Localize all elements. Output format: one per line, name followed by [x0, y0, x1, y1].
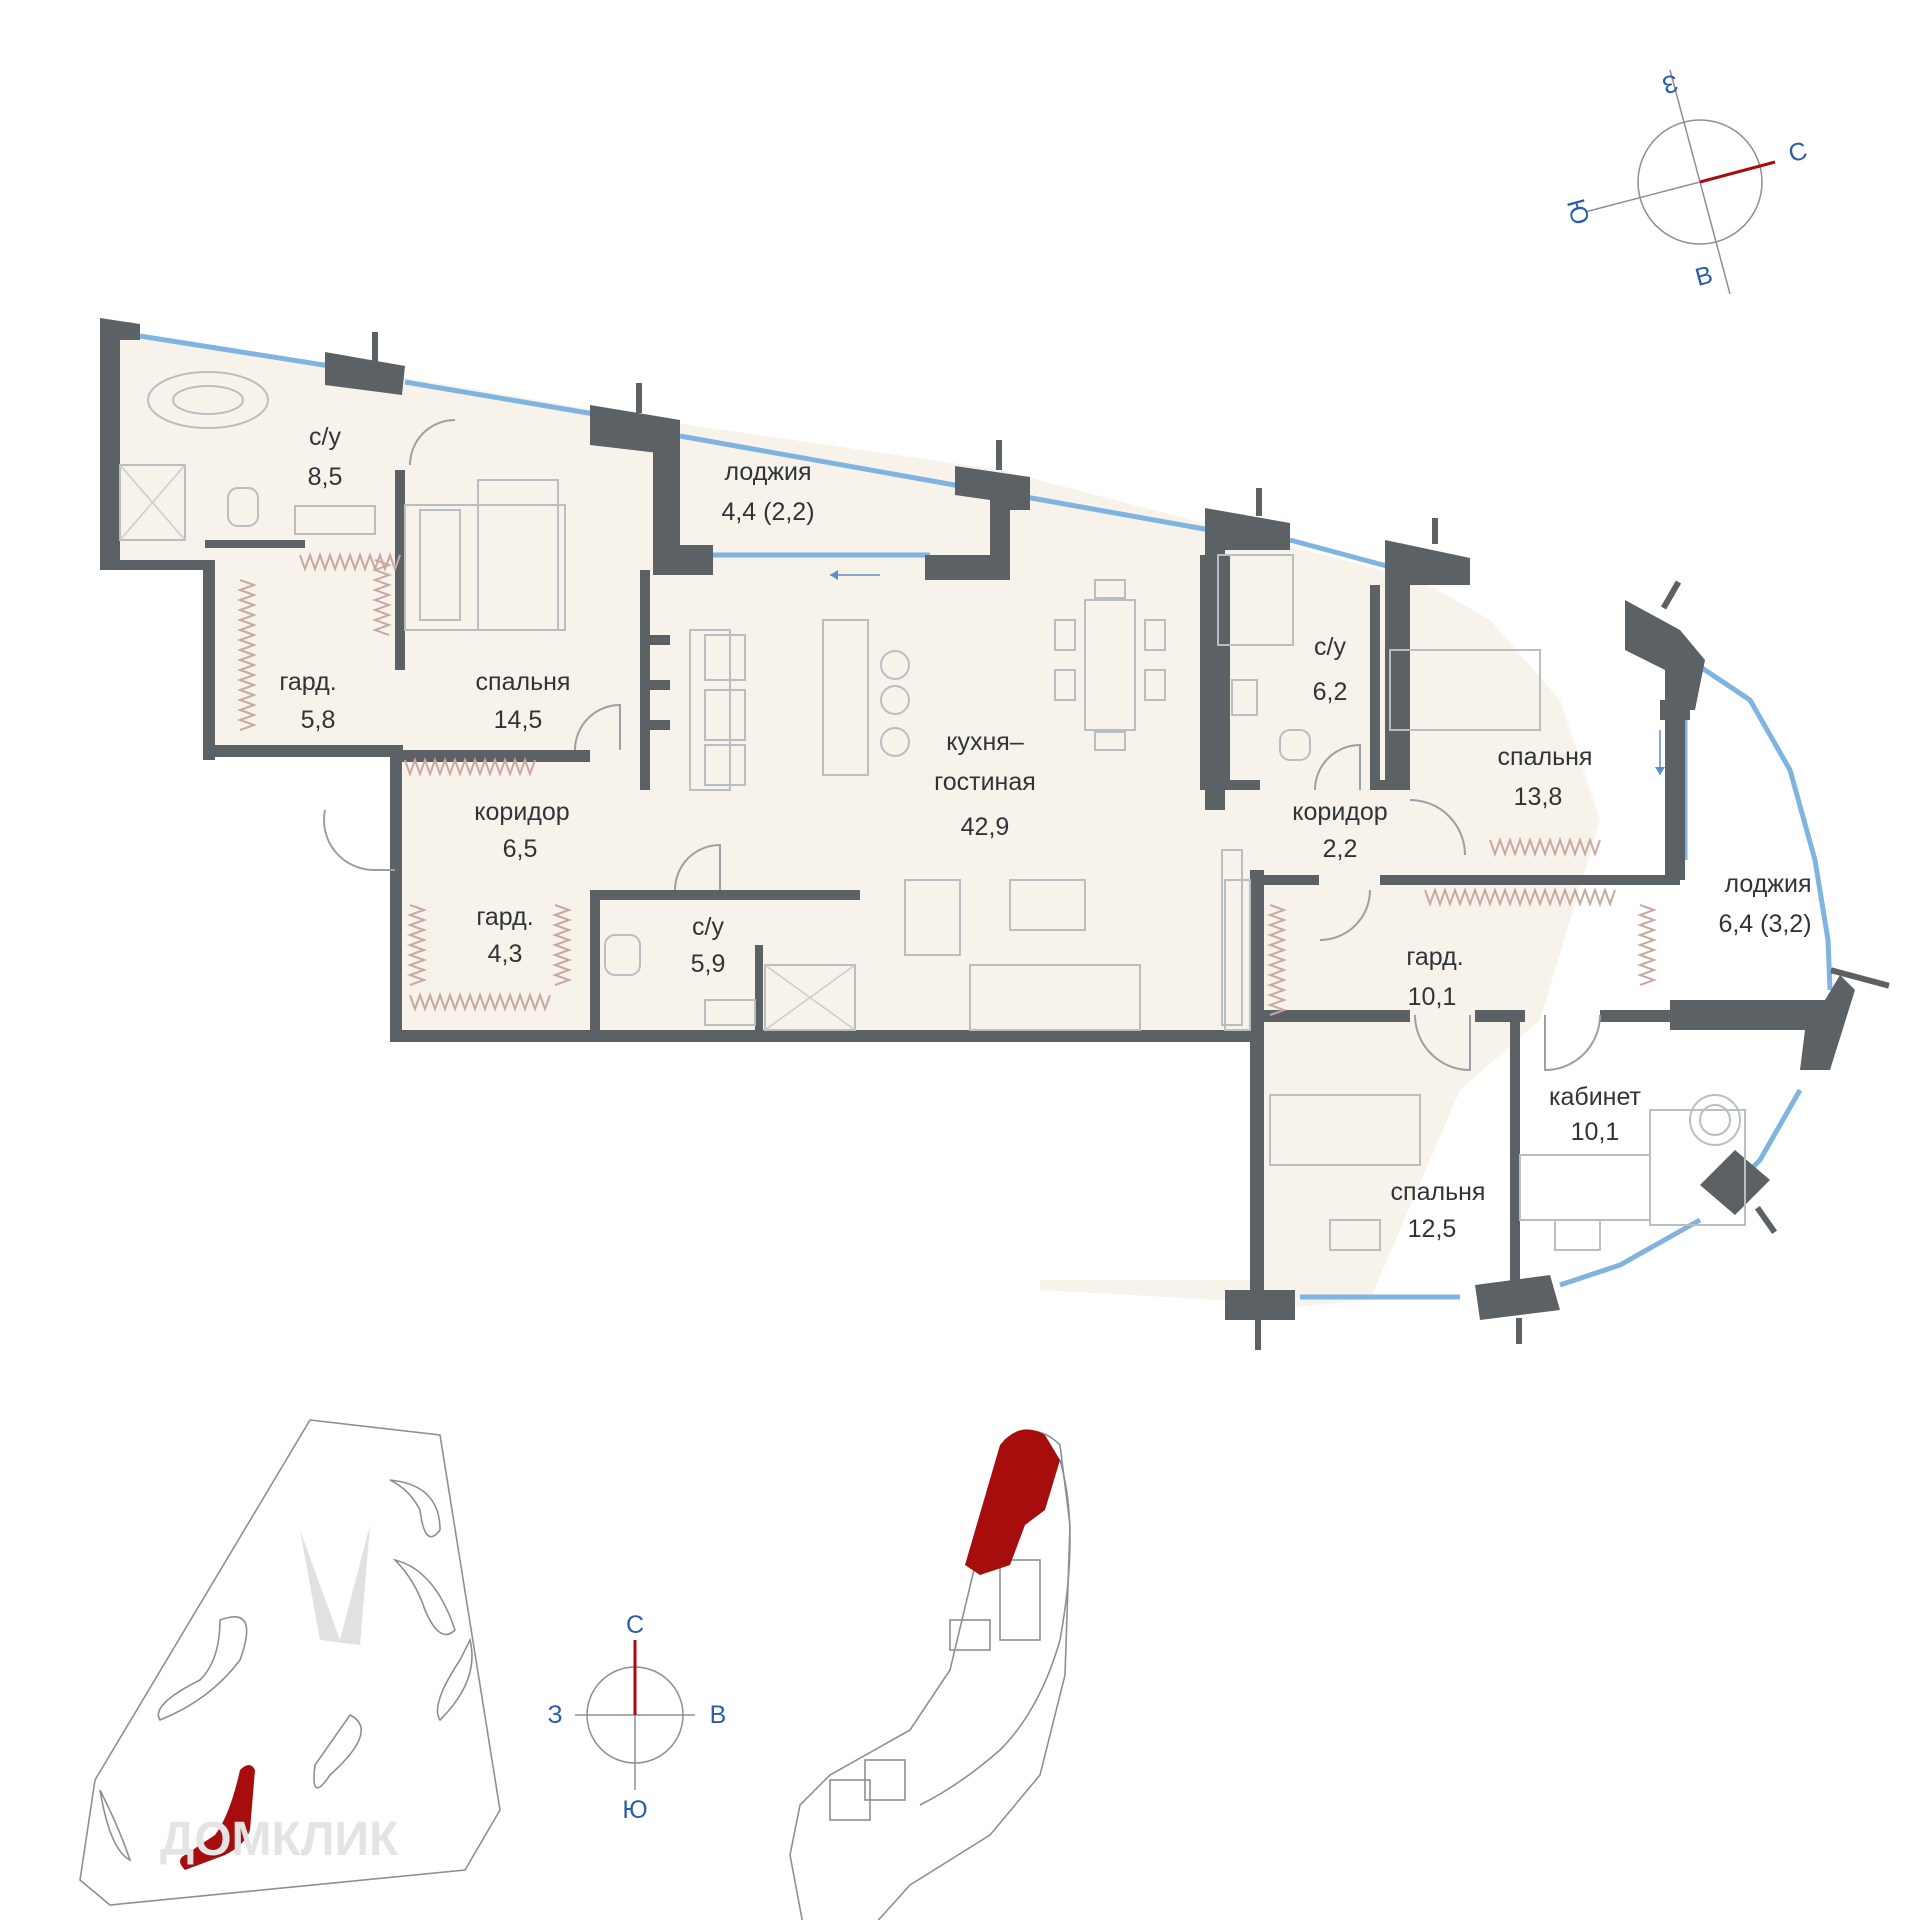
wardrobe3-name: гард. — [1406, 943, 1463, 971]
wardrobe1-name: гард. — [279, 668, 336, 696]
compass-bottom-north: С — [626, 1611, 644, 1639]
corridor2-area: 2,2 — [1323, 835, 1358, 863]
bath3-area: 6,2 — [1313, 678, 1348, 706]
watermark: ДОМКЛИК — [160, 1813, 399, 1866]
wardrobe2-area: 4,3 — [488, 940, 523, 968]
corridor1-area: 6,5 — [503, 835, 538, 863]
bedroom1-name: спальня — [476, 668, 571, 696]
bath2-name: с/у — [692, 913, 724, 941]
bedroom2-name: спальня — [1498, 743, 1593, 771]
bedroom3-area: 12,5 — [1408, 1215, 1457, 1243]
site-plan-highlight — [180, 1765, 255, 1870]
walls — [100, 318, 1890, 1350]
door-swings — [323, 419, 1601, 1072]
bath1-area: 8,5 — [308, 463, 343, 491]
loggia2-area: 6,4 (3,2) — [1718, 910, 1811, 938]
study-area: 10,1 — [1571, 1118, 1620, 1146]
wardrobe-shelves — [237, 552, 1657, 1016]
kitchen-name-line2: гостиная — [934, 768, 1036, 796]
bath3-name: с/у — [1314, 633, 1346, 661]
sliding-arrows — [830, 570, 1665, 775]
compass-top-south: Ю — [1561, 196, 1595, 228]
compass-bottom-east: В — [710, 1701, 727, 1729]
compass-bottom: С Ю З В — [547, 1611, 726, 1824]
wardrobe2-name: гард. — [476, 903, 533, 931]
compass-top-west: З — [1659, 68, 1681, 99]
wardrobe3-area: 10,1 — [1408, 983, 1457, 1011]
building-plan — [789, 1429, 1071, 1920]
corridor1-name: коридор — [474, 798, 569, 826]
corridor2-name: коридор — [1292, 798, 1387, 826]
fixtures — [119, 371, 1746, 1251]
bedroom2-area: 13,8 — [1514, 783, 1563, 811]
study-name: кабинет — [1549, 1083, 1642, 1111]
compass-bottom-west: З — [547, 1701, 562, 1729]
bedroom3-name: спальня — [1391, 1178, 1486, 1206]
site-plan: ДОМКЛИК — [79, 1419, 501, 1906]
wardrobe1-area: 5,8 — [301, 706, 336, 734]
kitchen-area: 42,9 — [961, 813, 1010, 841]
kitchen-name-line1: кухня– — [946, 728, 1024, 756]
loggia1-name: лоджия — [724, 458, 811, 486]
loggia2-name: лоджия — [1724, 870, 1811, 898]
compass-top: С Ю З В — [1561, 68, 1811, 295]
room-labels: с/у 8,5 лоджия 4,4 (2,2) гард. 5,8 спаль… — [279, 423, 1811, 1243]
bath1-name: с/у — [309, 423, 341, 451]
building-plan-highlight — [965, 1429, 1060, 1575]
bedroom1-area: 14,5 — [494, 706, 543, 734]
compass-top-east: В — [1692, 261, 1715, 292]
loggia1-area: 4,4 (2,2) — [721, 498, 814, 526]
compass-top-north: С — [1786, 136, 1811, 168]
compass-bottom-south: Ю — [622, 1796, 647, 1824]
bath2-area: 5,9 — [691, 950, 726, 978]
